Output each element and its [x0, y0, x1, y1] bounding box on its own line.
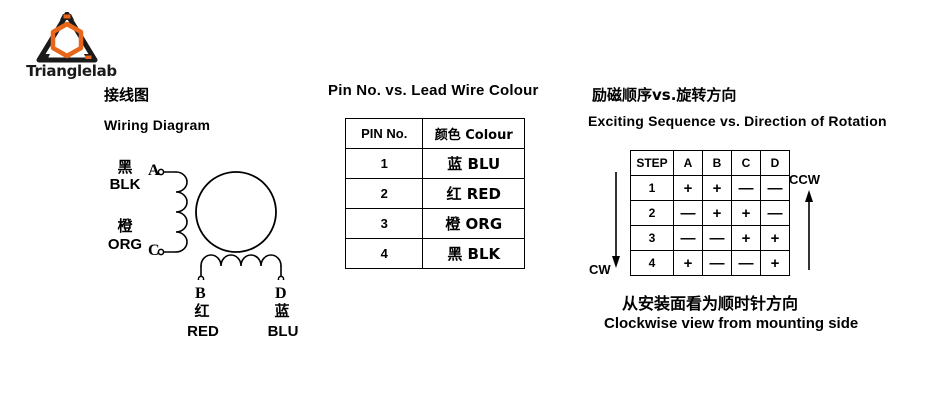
wire-color-cn-blk: 黑 [117, 158, 133, 176]
phase-cell-c: + [731, 225, 761, 251]
wire-color-en-org: ORG [107, 236, 143, 253]
phase-cell-c: + [731, 200, 761, 226]
phase-header-cell-d: D [760, 150, 790, 176]
step-header-cell: STEP [630, 150, 674, 176]
terminal-dot-b [197, 275, 205, 280]
step-cell: 4 [630, 250, 674, 276]
wiring-schematic [157, 168, 285, 280]
colour-cell: 红 RED [422, 178, 525, 209]
phase-cell-c: — [731, 175, 761, 201]
exciting-sequence-table: STEP A B C D 1 + + — — 2 — + + — 3 [630, 150, 790, 276]
step-cell: 1 [630, 175, 674, 201]
phase-header-cell-b: B [702, 150, 732, 176]
colour-cell: 蓝 BLU [422, 148, 525, 179]
colour-header-cell: 颜色 Colour [422, 118, 525, 149]
phase-cell-a: + [673, 175, 703, 201]
wire-color-en-red: RED [187, 323, 219, 340]
table-row: 1 蓝 BLU [344, 148, 525, 179]
wire-color-cn-red: 红 [194, 302, 210, 320]
phase-cell-a: + [673, 250, 703, 276]
wire-color-cn-blu: 蓝 [274, 302, 290, 320]
table-row: 4 + — — + [630, 250, 790, 276]
wiring-title-cn: 接线图 [104, 86, 150, 104]
phase-cell-d: — [760, 175, 790, 201]
terminal-label-b: B [195, 285, 206, 302]
phase-cell-d: + [760, 250, 790, 276]
cw-label: CW [589, 262, 611, 277]
sequence-title-cn: 励磁顺序vs.旋转方向 [592, 86, 737, 104]
terminal-label-d: D [275, 285, 287, 302]
table-row: 4 黑 BLK [344, 238, 525, 269]
terminal-dot-a [157, 168, 165, 176]
pin-cell: 3 [344, 208, 424, 239]
table-row: 2 红 RED [344, 178, 525, 209]
trianglelab-logo-icon [36, 12, 98, 63]
terminal-dot-c [157, 248, 165, 256]
colour-cell: 黑 BLK [422, 238, 525, 269]
table-header-row: PIN No. 颜色 Colour [344, 118, 525, 149]
terminal-label-c: C [148, 242, 160, 259]
wiring-title-en: Wiring Diagram [104, 117, 211, 133]
table-row: 3 — — + + [630, 225, 790, 251]
table-row: 2 — + + — [630, 200, 790, 226]
wire-color-en-blk: BLK [109, 176, 141, 193]
colour-cell: 橙 ORG [422, 208, 525, 239]
phase-cell-d: + [760, 225, 790, 251]
phase-cell-c: — [731, 250, 761, 276]
ccw-arrow-up-icon [805, 190, 813, 270]
phase-cell-b: — [702, 225, 732, 251]
step-cell: 2 [630, 200, 674, 226]
wire-color-en-blu: BLU [267, 323, 299, 340]
pin-table-title: Pin No. vs. Lead Wire Colour [328, 82, 539, 99]
cw-arrow-down-icon [612, 172, 620, 268]
pin-colour-table: PIN No. 颜色 Colour 1 蓝 BLU 2 红 RED 3 橙 OR… [344, 118, 525, 269]
phase-cell-d: — [760, 200, 790, 226]
table-row: 1 + + — — [630, 175, 790, 201]
phase-cell-b: + [702, 175, 732, 201]
rotation-note-en: Clockwise view from mounting side [604, 315, 859, 332]
ccw-label: CCW [789, 172, 821, 187]
phase-header-cell-a: A [673, 150, 703, 176]
step-cell: 3 [630, 225, 674, 251]
brand-logo: Trianglelab [14, 12, 129, 80]
pin-cell: 4 [344, 238, 424, 269]
table-row: 3 橙 ORG [344, 208, 525, 239]
pin-header-cell: PIN No. [344, 118, 424, 149]
phase-cell-a: — [673, 225, 703, 251]
pin-cell: 2 [344, 178, 424, 209]
phase-cell-b: + [702, 200, 732, 226]
wire-color-cn-org: 橙 [117, 217, 133, 235]
phase-cell-b: — [702, 250, 732, 276]
phase-header-cell-c: C [731, 150, 761, 176]
logo-wordmark: Trianglelab [26, 62, 117, 80]
table-header-row: STEP A B C D [630, 150, 790, 176]
terminal-label-a: A [148, 162, 160, 179]
terminal-dot-d [277, 275, 285, 280]
pin-cell: 1 [344, 148, 424, 179]
rotor-circle [195, 171, 277, 253]
phase-cell-a: — [673, 200, 703, 226]
rotation-note-cn: 从安装面看为顺时针方向 [622, 294, 799, 313]
sequence-title-en: Exciting Sequence vs. Direction of Rotat… [588, 113, 887, 129]
